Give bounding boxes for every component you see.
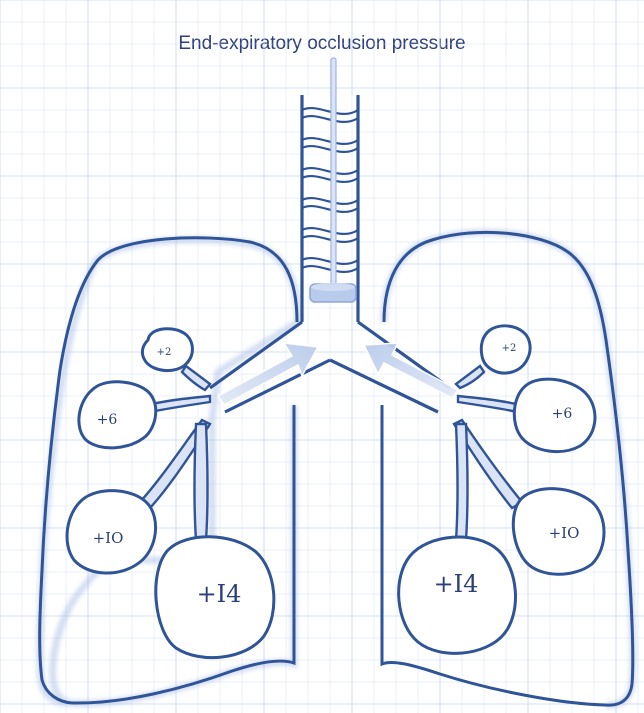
label-left-xlarge: +I4 — [197, 580, 242, 608]
label-right-small: +2 — [502, 343, 517, 354]
label-right-xlarge: +I4 — [434, 570, 479, 598]
airway-branches — [140, 366, 522, 540]
pressure-catheter — [331, 58, 336, 290]
label-left-large: +IO — [93, 529, 124, 547]
label-right-large: +IO — [549, 524, 580, 542]
label-left-small: +2 — [157, 347, 172, 358]
label-left-medium: +6 — [97, 412, 118, 428]
trachea — [302, 58, 358, 322]
label-right-medium: +6 — [552, 406, 573, 422]
flow-arrow-right — [364, 343, 458, 398]
alveolus-left-medium — [79, 382, 156, 448]
